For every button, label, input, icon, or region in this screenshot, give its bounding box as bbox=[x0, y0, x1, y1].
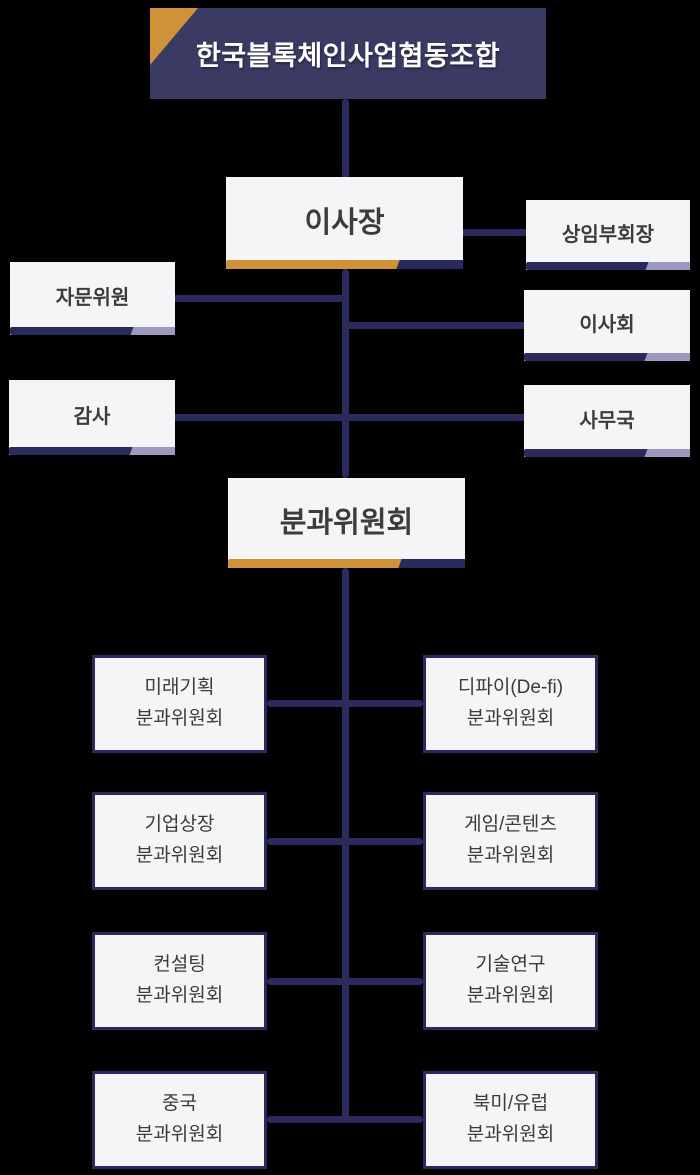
subcommittee-header-box: 분과위원회 bbox=[228, 478, 465, 568]
committee-suffix: 분과위원회 bbox=[135, 845, 224, 866]
committee-box-consulting: 컨설팅 분과위원회 bbox=[92, 932, 267, 1030]
vice-chairman-box: 상임부회장 bbox=[526, 200, 690, 270]
committee-box-china: 중국 분과위원회 bbox=[92, 1071, 267, 1169]
committee-suffix: 분과위원회 bbox=[466, 708, 555, 729]
accent-bar bbox=[524, 353, 690, 361]
committee-suffix: 분과위원회 bbox=[466, 985, 555, 1006]
audit-label: 감사 bbox=[73, 406, 111, 428]
accent-bar bbox=[10, 327, 175, 335]
committee-name: 북미/유럽 bbox=[472, 1093, 549, 1115]
committee-name: 기술연구 bbox=[475, 954, 546, 976]
committee-box-tech-research: 기술연구 분과위원회 bbox=[423, 932, 598, 1030]
connector-audit-secretariat bbox=[172, 414, 527, 421]
committee-suffix: 분과위원회 bbox=[135, 708, 224, 729]
chairman-label: 이사장 bbox=[304, 207, 385, 239]
connector-title-chairman bbox=[342, 99, 349, 179]
vice-chairman-label: 상임부회장 bbox=[562, 223, 654, 246]
committee-name: 디파이(De-fi) bbox=[457, 677, 564, 699]
audit-box: 감사 bbox=[9, 380, 175, 455]
advisory-box: 자문위원 bbox=[10, 262, 175, 335]
accent-bar bbox=[226, 260, 463, 269]
connector-committee-row3 bbox=[267, 978, 423, 985]
committee-name: 컨설팅 bbox=[153, 954, 206, 976]
subcommittee-header-label: 분과위원회 bbox=[279, 507, 414, 539]
committee-name: 기업상장 bbox=[144, 814, 215, 836]
committee-box-defi: 디파이(De-fi) 분과위원회 bbox=[423, 655, 598, 753]
accent-bar bbox=[524, 449, 690, 457]
connector-chairman-subcommittee bbox=[342, 269, 349, 478]
corner-accent-triangle-icon bbox=[150, 8, 198, 65]
connector-subcommittee-spine bbox=[342, 568, 349, 1123]
accent-bar bbox=[9, 447, 175, 455]
chairman-box: 이사장 bbox=[226, 177, 463, 269]
connector-committee-row2 bbox=[267, 838, 423, 845]
committee-name: 중국 bbox=[162, 1093, 197, 1115]
connector-board bbox=[345, 322, 527, 329]
connector-advisory bbox=[172, 295, 345, 302]
org-title-banner: 한국블록체인사업협동조합 bbox=[150, 8, 546, 99]
committee-name: 미래기획 bbox=[144, 677, 215, 699]
connector-committee-row1 bbox=[267, 700, 423, 707]
accent-bar bbox=[228, 559, 465, 568]
board-label: 이사회 bbox=[579, 314, 635, 336]
secretariat-label: 사무국 bbox=[579, 409, 635, 432]
committee-suffix: 분과위원회 bbox=[466, 1124, 555, 1145]
board-box: 이사회 bbox=[524, 290, 690, 361]
committee-box-ipo: 기업상장 분과위원회 bbox=[92, 792, 267, 890]
connector-chairman-vice bbox=[460, 229, 528, 236]
accent-bar bbox=[526, 262, 690, 270]
committee-name: 게임/콘텐츠 bbox=[464, 814, 557, 836]
org-title: 한국블록체인사업협동조합 bbox=[195, 41, 501, 71]
advisory-label: 자문위원 bbox=[55, 287, 130, 309]
committee-suffix: 분과위원회 bbox=[135, 1124, 224, 1145]
committee-box-na-europe: 북미/유럽 분과위원회 bbox=[423, 1071, 598, 1169]
committee-box-game-content: 게임/콘텐츠 분과위원회 bbox=[423, 792, 598, 890]
committee-box-future-planning: 미래기획 분과위원회 bbox=[92, 655, 267, 753]
secretariat-box: 사무국 bbox=[524, 385, 690, 457]
committee-suffix: 분과위원회 bbox=[135, 985, 224, 1006]
connector-committee-row4 bbox=[267, 1116, 423, 1123]
committee-suffix: 분과위원회 bbox=[466, 845, 555, 866]
